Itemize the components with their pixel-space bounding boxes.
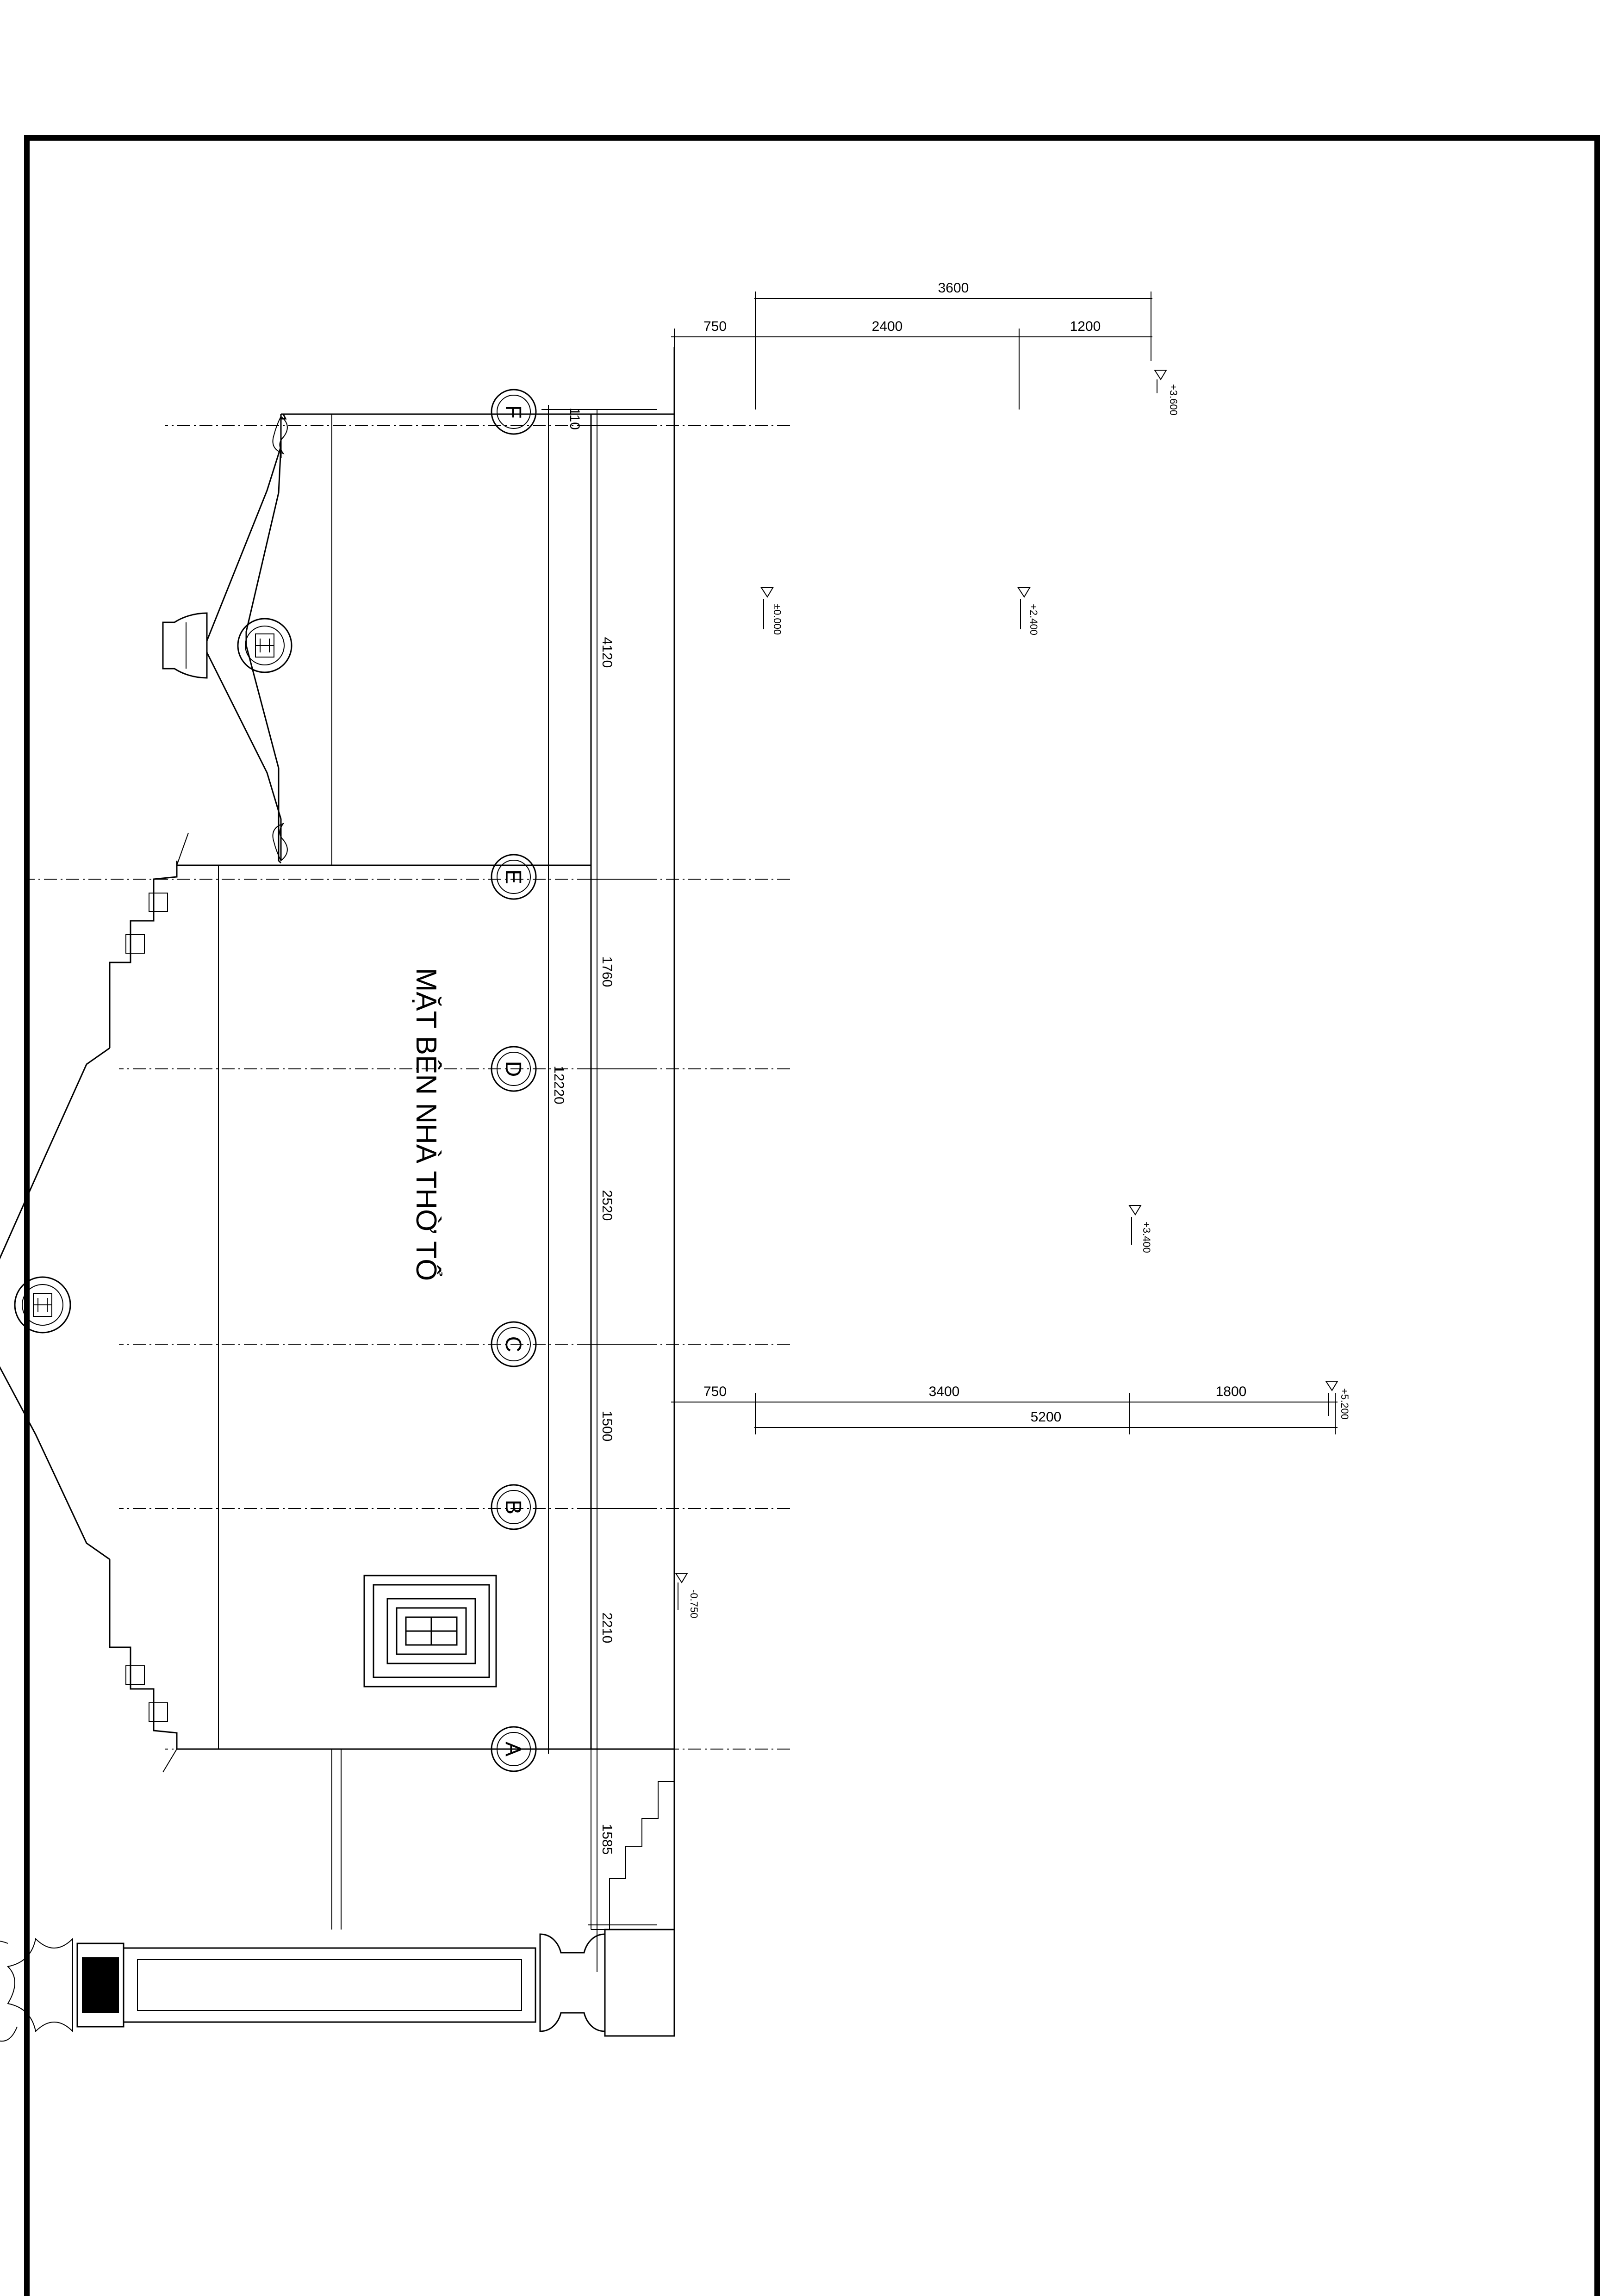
svg-text:+2.400: +2.400 <box>1028 604 1039 635</box>
level-marker-3600: +3.600 <box>1154 370 1179 416</box>
dim-1800: 1800 <box>1216 1384 1247 1399</box>
gate-pillar <box>0 1929 675 2042</box>
dim-2210: 2210 <box>599 1613 615 1644</box>
dim-5200: 5200 <box>1031 1409 1062 1425</box>
svg-text:+5.200: +5.200 <box>1339 1388 1350 1420</box>
dim-12220: 12220 <box>551 1066 566 1104</box>
rear-round-ornament <box>237 618 292 673</box>
parapet-fretwork <box>125 893 168 1722</box>
svg-text:E: E <box>501 869 525 884</box>
svg-text:+3.400: +3.400 <box>1141 1222 1152 1253</box>
svg-text:C: C <box>501 1336 525 1353</box>
sheet-border <box>24 135 1600 2296</box>
svg-text:-0.750: -0.750 <box>688 1589 700 1618</box>
axis-bubble-e: E <box>491 854 537 900</box>
level-marker-000: ±0.000 <box>760 587 783 635</box>
axis-bubble-f: F <box>491 389 537 435</box>
axis-bubble-d: D <box>491 1046 537 1092</box>
lower-dimensions: 750 3400 1800 5200 <box>671 1384 1338 1434</box>
rear-block <box>162 413 674 866</box>
fretwork-window <box>363 1575 497 1688</box>
dim-750-lower: 750 <box>703 1384 727 1399</box>
dim-3600: 3600 <box>938 280 969 296</box>
dim-3400: 3400 <box>929 1384 960 1399</box>
dim-4120: 4120 <box>599 637 615 668</box>
entry-steps <box>331 1749 675 1930</box>
svg-text:±0.000: ±0.000 <box>772 604 783 635</box>
side-elevation <box>0 347 790 2042</box>
dim-2400: 2400 <box>872 319 903 334</box>
rear-corner-ornament <box>272 823 288 862</box>
rear-corner-ornament <box>272 416 288 454</box>
svg-text:D: D <box>501 1061 525 1077</box>
dim-1585: 1585 <box>599 1824 615 1855</box>
front-round-ornament <box>14 1276 71 1334</box>
dim-1200: 1200 <box>1070 319 1101 334</box>
axis-bubble-a: A <box>491 1726 537 1772</box>
level-marker-5200: +5.200 <box>1325 1381 1350 1420</box>
dim-750-upper: 750 <box>703 319 727 334</box>
axis-grid-lines <box>26 425 790 1750</box>
left-dimension-chain <box>541 405 657 1972</box>
level-marker-minus-075: -0.750 <box>675 1573 700 1618</box>
axis-bubble-c: C <box>491 1321 537 1367</box>
level-marker-2400: +2.400 <box>1017 587 1039 635</box>
front-block <box>0 832 674 1773</box>
drawing-title: MẶT BÊN NHÀ THỜ TỔ <box>410 968 442 1281</box>
svg-text:F: F <box>501 405 525 418</box>
svg-text:B: B <box>501 1500 525 1514</box>
svg-text:+3.600: +3.600 <box>1168 384 1179 416</box>
level-marker-3400: +3.400 <box>1128 1205 1152 1253</box>
dim-1500: 1500 <box>599 1411 615 1442</box>
dim-110: 110 <box>567 408 582 430</box>
rear-finial <box>162 612 208 679</box>
axis-bubble-b: B <box>491 1484 537 1530</box>
dim-1760: 1760 <box>599 956 615 987</box>
upper-dimensions: 3600 750 2400 1200 <box>671 280 1152 410</box>
svg-text:A: A <box>501 1742 525 1756</box>
dim-2520: 2520 <box>599 1190 615 1221</box>
